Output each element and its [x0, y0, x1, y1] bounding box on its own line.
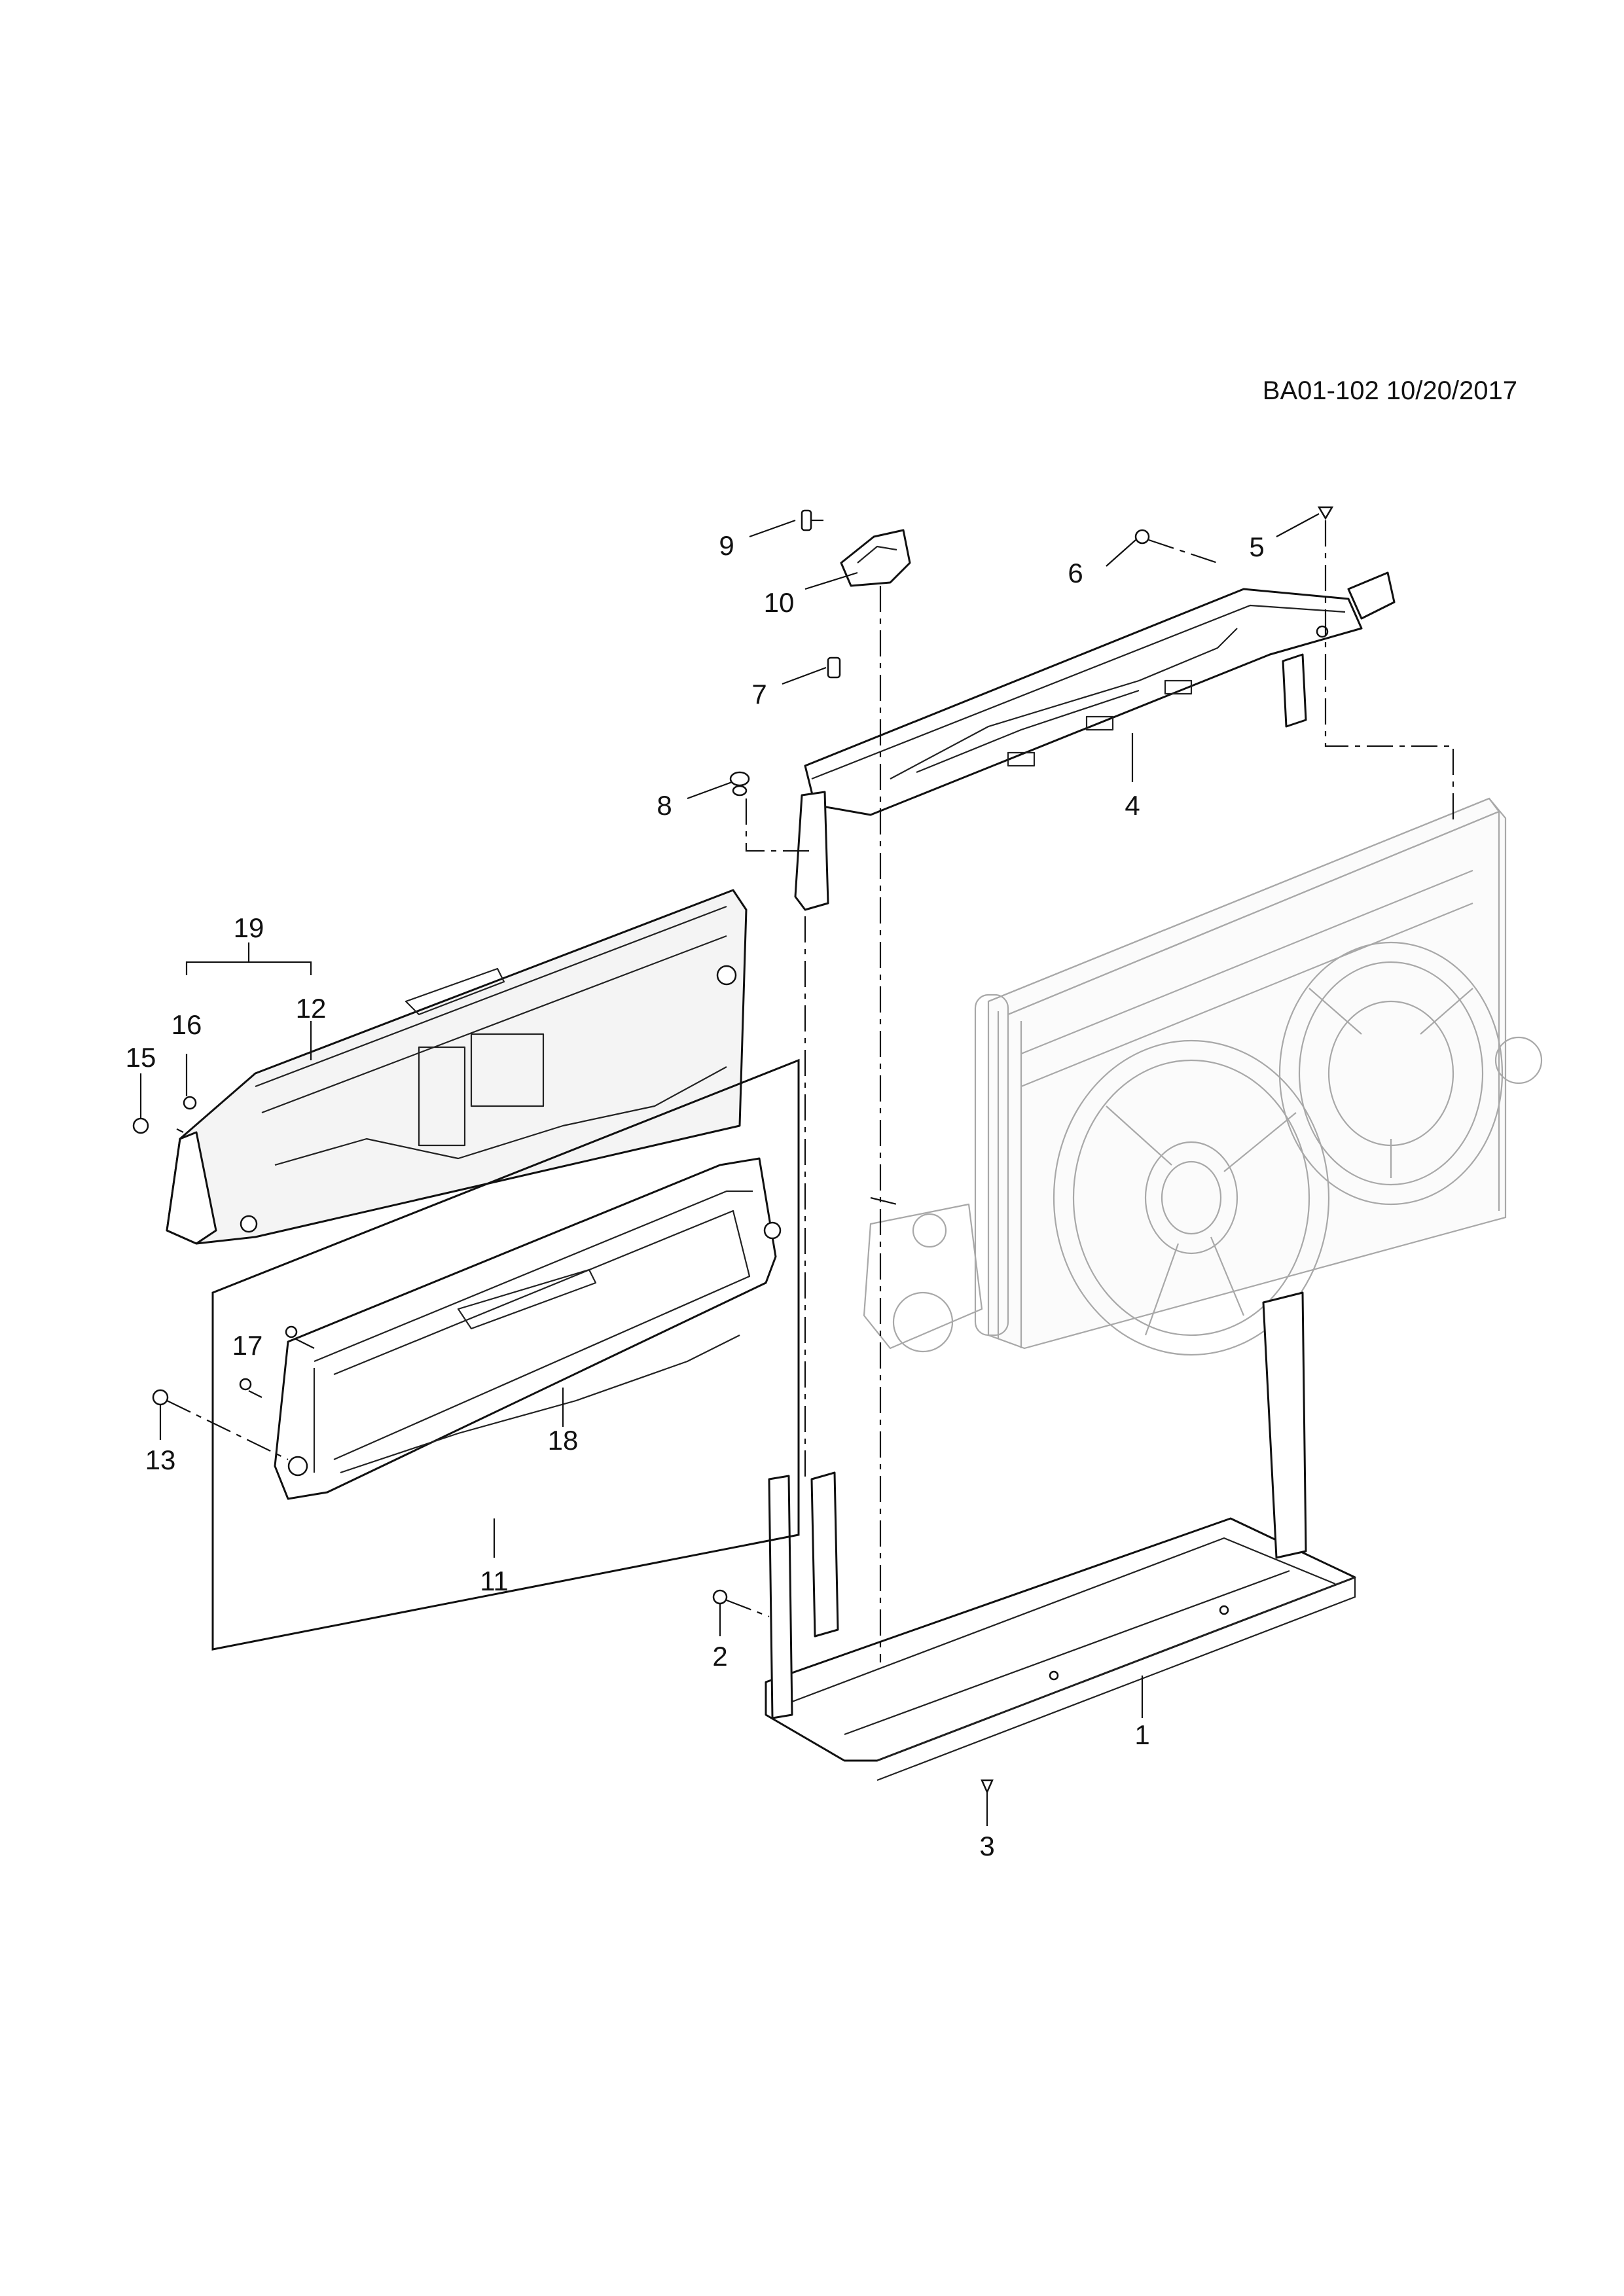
callout-7: 7 — [751, 679, 767, 709]
part-18-lower-deflector — [274, 1157, 782, 1500]
callout-18: 18 — [548, 1425, 579, 1456]
part-11-kit-frame — [211, 1058, 800, 1651]
callout-2: 2 — [712, 1641, 727, 1672]
callout-16: 16 — [171, 1009, 202, 1040]
callout-19: 19 — [234, 912, 264, 943]
callout-8: 8 — [657, 790, 672, 821]
part-15-screw — [132, 1117, 149, 1134]
part-13-screw — [152, 1389, 169, 1406]
callout-17: 17 — [232, 1330, 263, 1361]
callout-1: 1 — [1134, 1719, 1149, 1750]
part-1-lower-tray — [765, 1291, 1356, 1782]
callout-9: 9 — [719, 530, 734, 561]
leader-lines — [139, 513, 1320, 1826]
callout-labels: 9 10 6 5 7 8 4 19 12 16 15 17 13 18 11 2… — [126, 530, 1265, 1861]
document-id: BA01-102 10/20/2017 — [1263, 376, 1517, 405]
part-17-screw-b — [239, 1378, 252, 1391]
callout-4: 4 — [1125, 790, 1140, 821]
callout-5: 5 — [1249, 531, 1264, 562]
callout-10: 10 — [764, 587, 795, 618]
part-3-screw — [981, 1779, 994, 1795]
part-6-screw — [1134, 529, 1150, 545]
part-8-clip — [729, 771, 750, 797]
callout-11: 11 — [480, 1566, 509, 1596]
radiator-fan-assembly-ghost — [863, 797, 1543, 1356]
alignment-lines — [166, 520, 1454, 1662]
part-4-upper-baffle — [794, 571, 1396, 911]
part-10-bracket — [840, 529, 911, 587]
callout-15: 15 — [126, 1042, 156, 1073]
callout-3: 3 — [979, 1831, 994, 1861]
part-16-screw — [183, 1096, 197, 1110]
callout-6: 6 — [1068, 558, 1083, 588]
part-7-bolt — [827, 656, 841, 679]
part-2-screw — [712, 1589, 728, 1605]
part-5-screw — [1317, 506, 1334, 520]
callout-13: 13 — [145, 1444, 176, 1475]
part-9-bolt — [801, 509, 823, 531]
part-17-screw-a — [285, 1325, 298, 1338]
callout-12: 12 — [296, 993, 327, 1024]
part-12-air-deflector — [166, 889, 748, 1245]
